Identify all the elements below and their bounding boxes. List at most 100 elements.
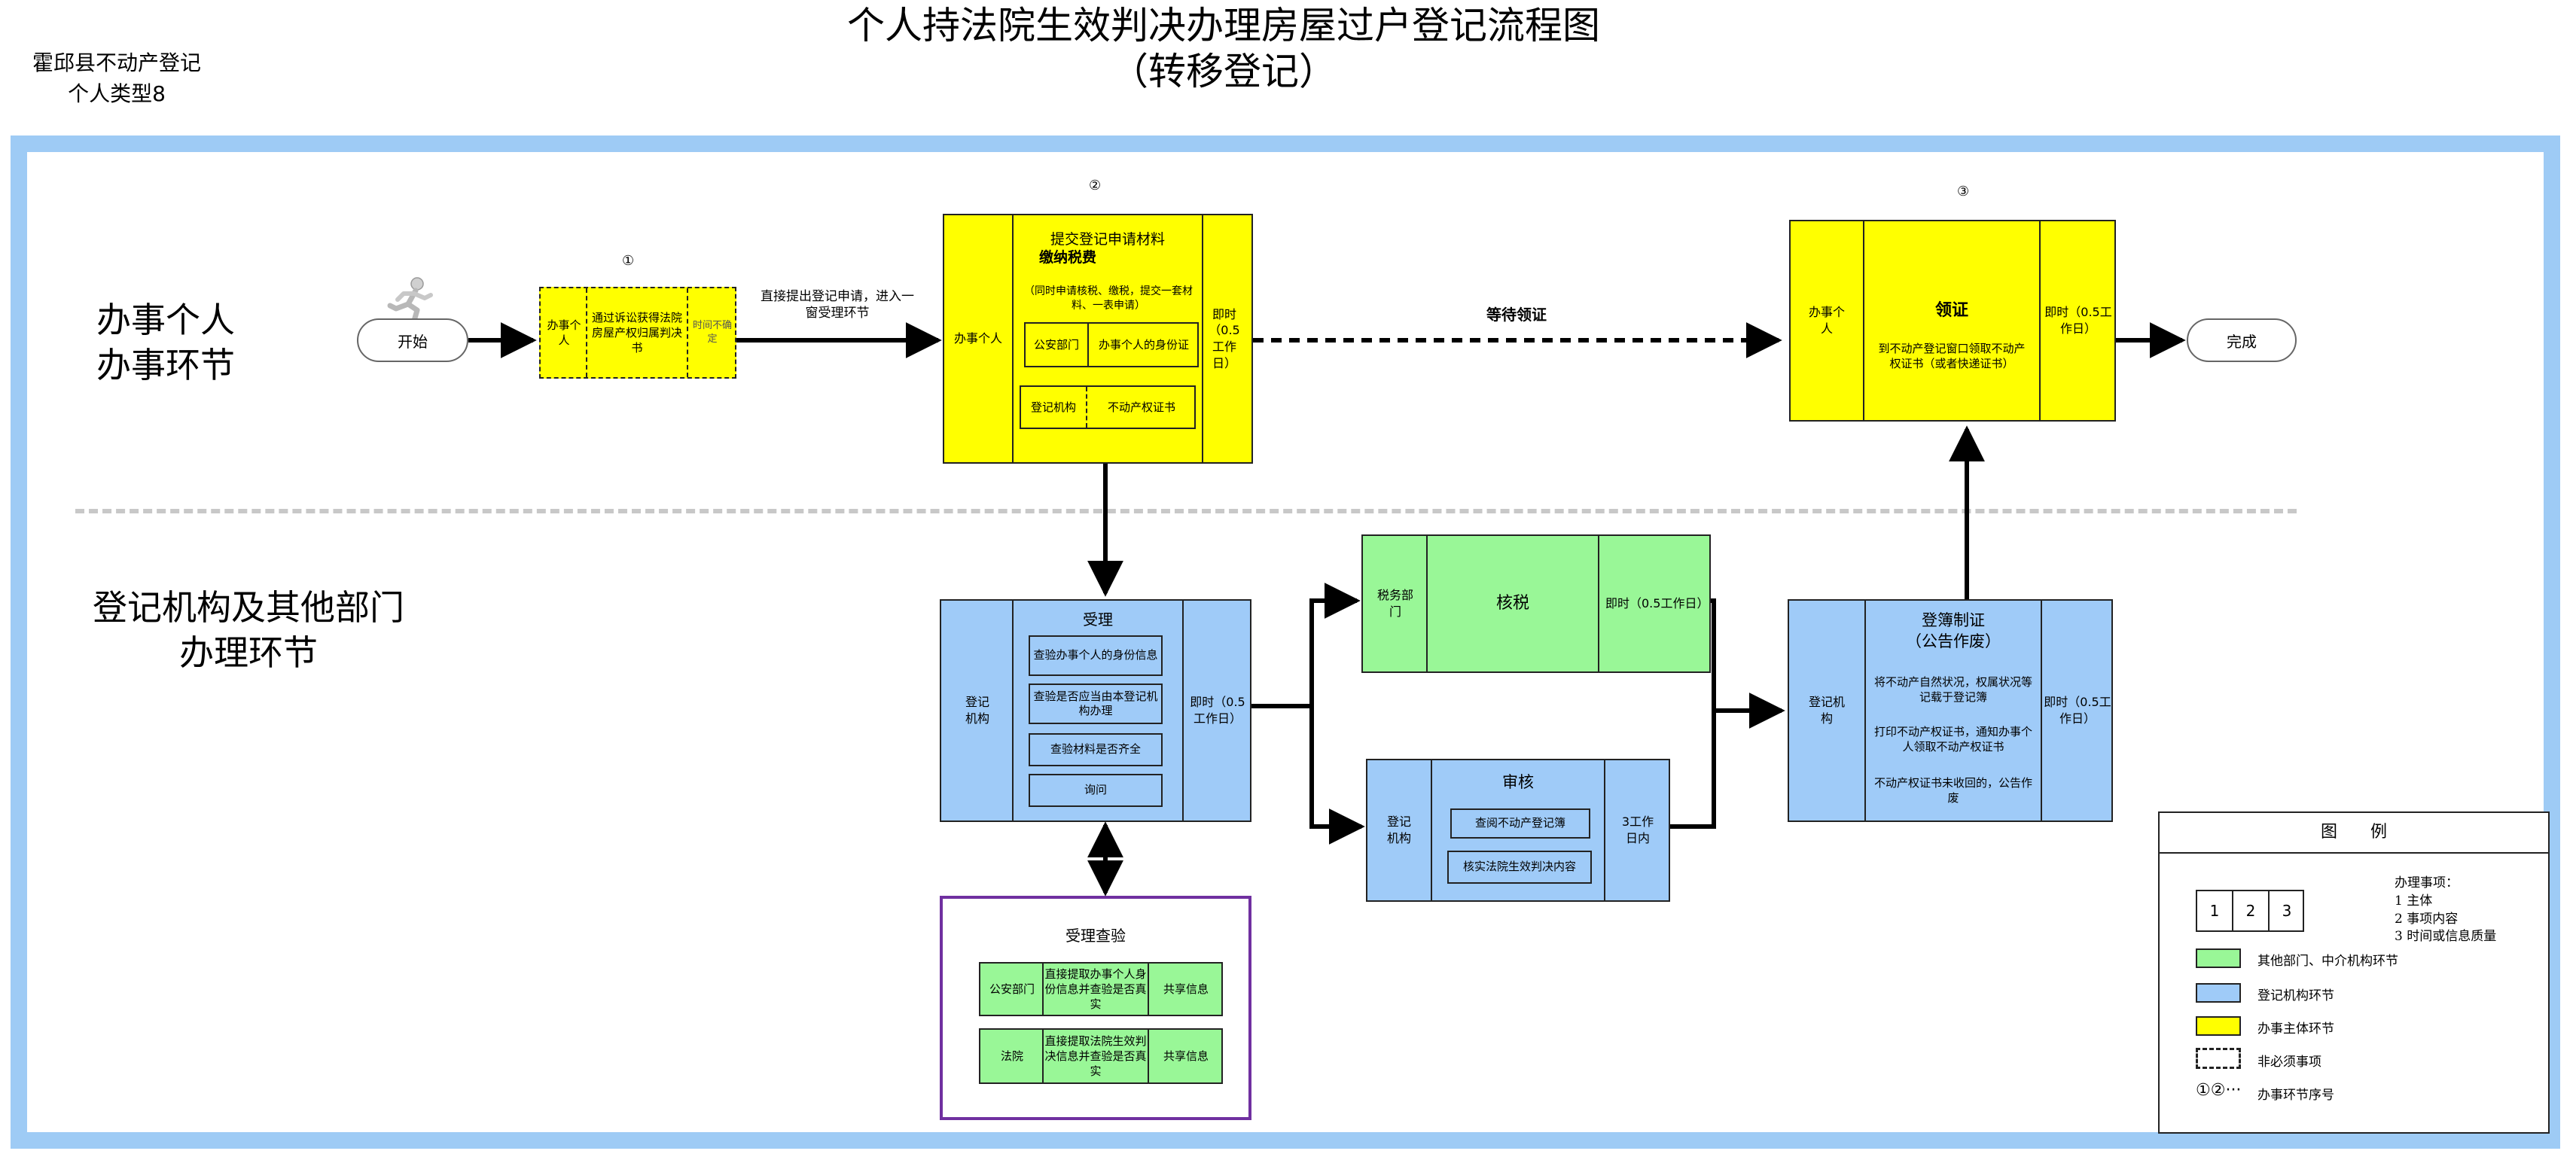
register-subject: 登记机构 (1809, 695, 1846, 726)
verify-box: 受理查验 公安部门 直接提取办事个人身份信息并查验是否真实 共享信息 法院 直接… (940, 896, 1251, 1120)
step2-subject: 办事个人 (953, 331, 1002, 346)
register-title-2: （公告作废） (1906, 632, 2001, 650)
lane-label-individual: 办事个人 办事环节 (45, 298, 286, 388)
legend-swatch-dashed (2196, 1048, 2241, 1069)
step1-box: 办事个人 通过诉讼获得法院房屋产权归属判决书 时间不确定 (539, 287, 736, 379)
step3-title: 领证 (1934, 301, 1968, 321)
step3-box: 办事个人 领证 到不动产登记窗口领取不动产权证书（或者快递证书） 即时（0.5工… (1789, 220, 2116, 422)
accept-item-4: 询问 (1029, 774, 1163, 807)
review-title: 审核 (1502, 772, 1534, 791)
register-time: 即时（0.5工作日） (2044, 695, 2111, 726)
step2-row1: 公安部门 办事个人的身份证 (1024, 322, 1199, 367)
corner-line-2: 个人类型8 (68, 81, 166, 106)
legend-dashed-label: 非必须事项 (2257, 1055, 2321, 1070)
corner-label: 霍邱县不动产登记 个人类型8 (15, 48, 218, 109)
step3-subject: 办事个人 (1809, 305, 1846, 336)
lane-bottom-line-2: 办理环节 (179, 632, 318, 673)
step1-subject: 办事个人 (547, 318, 581, 347)
legend-panel: 图 例 1 2 3 办理事项： 1 主体 2 事项内容 3 时间或信息质量 其他… (2158, 811, 2550, 1134)
title-line-1: 个人持法院生效判决办理房屋过户登记流程图 (847, 4, 1600, 47)
legend-cell-3: 3 (2282, 901, 2292, 920)
legend-swatch-green (2196, 948, 2241, 968)
legend-title: 图 例 (2160, 813, 2548, 854)
step2-title-1: 提交登记申请材料 (1050, 231, 1165, 248)
legend-desc-title: 办理事项： (2395, 875, 2459, 891)
step2-row1-right: 办事个人的身份证 (1098, 337, 1189, 352)
diagram-frame (11, 135, 2560, 1149)
accept-title: 受理 (1083, 610, 1113, 629)
legend-desc-2: 2 事项内容 (2395, 911, 2459, 927)
step2-row1-left: 公安部门 (1033, 337, 1079, 352)
verify-row2-left: 法院 (1000, 1049, 1023, 1063)
verify-title: 受理查验 (1065, 926, 1126, 945)
review-item-1: 查阅不动产登记簿 (1450, 808, 1590, 839)
verify-row1-right: 共享信息 (1163, 982, 1209, 996)
step1-time: 时间不确定 (692, 320, 732, 345)
accept-item-2: 查验是否应当由本登记机构办理 (1029, 684, 1163, 724)
step3-content: 到不动产登记窗口领取不动产权证书（或者快递证书） (1878, 341, 2026, 370)
accept-time: 即时（0.5工作日） (1190, 695, 1245, 726)
step2-title-2: 缴纳税费 (1039, 249, 1097, 266)
lane-label-agency: 登记机构及其他部门 办理环节 (45, 586, 452, 676)
verify-row2-right: 共享信息 (1163, 1049, 1209, 1063)
step2-row2: 登记机构 不动产权证书 (1020, 385, 1196, 429)
register-p2: 打印不动产权证书，通知办事个人领取不动产权证书 (1873, 724, 2032, 754)
accept-subject: 登记机构 (965, 695, 989, 726)
verify-row-1: 公安部门 直接提取办事个人身份信息并查验是否真实 共享信息 (979, 962, 1223, 1016)
arrow-label-apply: 直接提出登记申请，进入一窗受理环节 (761, 289, 914, 321)
review-item-2: 核实法院生效判决内容 (1447, 851, 1592, 884)
verify-row2-mid: 直接提取法院生效判决信息并查验是否真实 (1044, 1034, 1147, 1079)
step2-row2-right: 不动产权证书 (1107, 400, 1175, 414)
legend-green-label: 其他部门、中介机构环节 (2257, 954, 2398, 969)
register-p3: 不动产权证书未收回的，公告作废 (1873, 775, 2032, 805)
step-number-1: ① (622, 253, 635, 269)
verify-row1-mid: 直接提取办事个人身份信息并查验是否真实 (1044, 967, 1147, 1012)
corner-line-1: 霍邱县不动产登记 (32, 50, 201, 75)
review-box: 登记机构 审核 查阅不动产登记簿 核实法院生效判决内容 3工作日内 (1366, 759, 1670, 902)
verify-row-2: 法院 直接提取法院生效判决信息并查验是否真实 共享信息 (979, 1028, 1223, 1084)
legend-desc: 办理事项： 1 主体 2 事项内容 3 时间或信息质量 (2395, 875, 2496, 946)
accept-item-1: 查验办事个人的身份信息 (1029, 635, 1163, 676)
legend-cell-1: 1 (2209, 901, 2220, 920)
lane-top-line-2: 办事环节 (96, 344, 235, 385)
lane-top-line-1: 办事个人 (96, 300, 235, 340)
step2-box: 办事个人 提交登记申请材料 缴纳税费 （同时申请核税、缴税，提交一套材料、一表申… (943, 214, 1253, 464)
register-box: 登记机构 登簿制证 （公告作废） 将不动产自然状况，权属状况等记载于登记簿 打印… (1788, 599, 2113, 822)
legend-yellow-label: 办事主体环节 (2257, 1021, 2334, 1037)
register-p1: 将不动产自然状况，权属状况等记载于登记簿 (1873, 674, 2032, 704)
legend-desc-1: 1 主体 (2395, 893, 2433, 909)
step-number-3: ③ (1957, 184, 1970, 199)
step-number-2: ② (1089, 178, 1102, 193)
legend-cells: 1 2 3 (2196, 890, 2304, 932)
start-label: 开始 (398, 332, 428, 351)
lane-bottom-line-1: 登记机构及其他部门 (93, 587, 404, 628)
finish-node: 完成 (2187, 318, 2297, 362)
tax-title: 核税 (1495, 594, 1529, 613)
runner-icon (387, 277, 433, 324)
start-node: 开始 (357, 318, 468, 362)
legend-numbers-label: 办事环节序号 (2257, 1088, 2334, 1103)
title-line-2: （转移登记） (1111, 50, 1337, 93)
review-time: 3工作日内 (1621, 814, 1654, 845)
accept-item-3: 查验材料是否齐全 (1029, 733, 1163, 766)
legend-swatch-blue (2196, 983, 2241, 1003)
step2-note: （同时申请核税、缴税，提交一套材料、一表申请） (1024, 285, 1193, 312)
step2-time: 即时（0.5工作日） (1209, 306, 1240, 370)
legend-desc-3: 3 时间或信息质量 (2395, 929, 2497, 945)
accept-box: 登记机构 受理 查验办事个人的身份信息 查验是否应当由本登记机构办理 查验材料是… (940, 599, 1251, 822)
arrow-label-wait: 等待领证 (1486, 306, 1547, 324)
verify-row1-left: 公安部门 (989, 982, 1035, 996)
step1-content: 通过诉讼获得法院房屋产权归属判决书 (591, 310, 682, 355)
step2-row2-left: 登记机构 (1030, 400, 1076, 414)
legend-cell-2: 2 (2245, 901, 2256, 920)
tax-box: 税务部门 核税 即时（0.5工作日） (1361, 534, 1711, 673)
legend-numbers-symbol: ①②··· (2196, 1081, 2242, 1100)
lane-divider (75, 509, 2297, 513)
step3-time: 即时（0.5工作日） (2044, 305, 2112, 336)
page-title: 个人持法院生效判决办理房屋过户登记流程图 （转移登记） (678, 3, 1770, 95)
tax-time: 即时（0.5工作日） (1605, 596, 1709, 611)
legend-swatch-yellow (2196, 1016, 2241, 1036)
register-title-1: 登簿制证 (1922, 610, 1985, 629)
legend-blue-label: 登记机构环节 (2257, 988, 2334, 1003)
